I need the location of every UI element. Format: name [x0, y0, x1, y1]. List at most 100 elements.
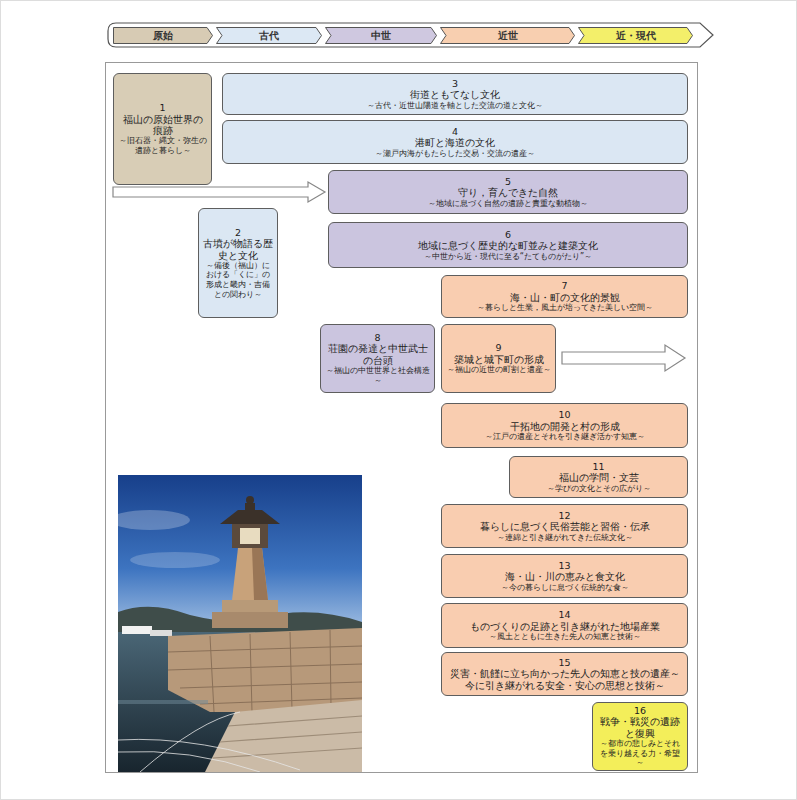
- photo-finial: [246, 496, 254, 504]
- theme-title: 福山の原始世界の痕跡: [118, 114, 207, 137]
- photo-quay: [168, 628, 362, 712]
- theme-title: 戦争・戦災の遺跡と復興: [597, 716, 683, 739]
- theme-subtitle: ～瀬戸内海がもたらした交易・交流の遺産～: [227, 149, 683, 159]
- theme-box: 1福山の原始世界の痕跡～旧石器・縄文・弥生の遺跡と暮らし～: [113, 73, 212, 185]
- period-label: 原始: [153, 30, 173, 42]
- theme-number: 11: [514, 461, 683, 472]
- period-shape-fill: [114, 28, 213, 44]
- photo-finial: [245, 503, 255, 511]
- photo-steps: [205, 700, 362, 772]
- theme-subtitle: ～連綿と引き継がれてきた伝統文化～: [446, 533, 683, 543]
- theme-title: 荘園の発達と中世武士の台頭: [325, 343, 430, 366]
- photo-ropes: [118, 712, 300, 772]
- theme-title: 築城と城下町の形成: [446, 354, 551, 365]
- period-band: 古代: [216, 27, 322, 44]
- period-shape-fill: [579, 28, 693, 44]
- theme-subtitle: ～古代・近世山陽道を軸とした交流の道と文化～: [227, 101, 683, 111]
- theme-title: 福山の学問・文芸: [514, 472, 683, 483]
- period-label: 近・現代: [616, 30, 656, 42]
- theme-box: 13海・山・川の恵みと食文化～今の暮らしに息づく伝統的な食～: [441, 554, 688, 598]
- theme-subtitle: ～中世から近・現代に至る“たてものがたり”～: [333, 252, 683, 262]
- theme-number: 8: [325, 332, 430, 343]
- theme-title: 海・山・町の文化的景観: [446, 292, 683, 303]
- theme-number: 6: [333, 229, 683, 240]
- theme-number: 2: [203, 227, 273, 238]
- theme-box: 12暮らしに息づく民俗芸能と習俗・伝承～連綿と引き継がれてきた伝統文化～: [441, 504, 688, 548]
- theme-subtitle: ～暮らしと生業，風土が培ってきた美しい空間～: [446, 303, 683, 313]
- theme-title: 街道ともてなし文化: [227, 89, 683, 100]
- photo-pedestal: [212, 612, 288, 628]
- theme-number: 3: [227, 78, 683, 89]
- theme-number: 13: [446, 560, 683, 571]
- period-label: 中世: [371, 30, 391, 42]
- theme-box: 7海・山・町の文化的景観～暮らしと生業，風土が培ってきた美しい空間～: [441, 275, 688, 318]
- theme-number: 9: [446, 342, 551, 353]
- period-shape-fill: [441, 28, 575, 44]
- photo-boat: [150, 630, 172, 636]
- photo-cloud: [118, 510, 190, 530]
- theme-box: 6地域に息づく歴史的な町並みと建築文化～中世から近・現代に至る“たてものがたり”…: [328, 222, 688, 268]
- theme-title: 古墳が物語る歴史と文化: [203, 238, 273, 261]
- theme-title: 海・山・川の恵みと食文化: [446, 571, 683, 582]
- theme-number: 14: [446, 609, 683, 620]
- photo-step-edges: [213, 716, 362, 758]
- period-shape-fill: [217, 28, 322, 44]
- theme-box: 2古墳が物語る歴史と文化～備後（福山）における「くに」の形成と畿内・吉備との関わ…: [198, 208, 278, 318]
- frame: [106, 63, 698, 773]
- theme-title: 災害・飢饉に立ち向かった先人の知恵と技の遺産～今に引き継がれる安全・安心の思想と…: [446, 668, 683, 691]
- theme-title: 港町と海道の文化: [227, 137, 683, 148]
- theme-box: 3街道ともてなし文化～古代・近世山陽道を軸とした交流の道と文化～: [222, 73, 688, 115]
- theme-box: 16戦争・戦災の遺跡と復興～都市の悲しみとそれを乗り越える力・希望～: [592, 702, 688, 771]
- theme-subtitle: ～旧石器・縄文・弥生の遺跡と暮らし～: [118, 136, 207, 155]
- theme-subtitle: ～備後（福山）における「くに」の形成と畿内・吉備との関わり～: [203, 261, 273, 299]
- theme-box: 14ものづくりの足跡と引き継がれた地場産業～風土とともに生きた先人の知恵と技術～: [441, 603, 688, 648]
- theme-title: 守り，育んできた自然: [333, 187, 683, 198]
- photo-reflection: [118, 700, 208, 704]
- period-band: 原始: [113, 27, 213, 44]
- photo-stone-joints: [168, 630, 362, 712]
- period-band: 中世: [325, 27, 437, 44]
- photo-lantern-window: [240, 528, 260, 544]
- theme-box: 11福山の学問・文芸～学びの文化とその広がり～: [509, 456, 688, 498]
- theme-title: 地域に息づく歴史的な町並みと建築文化: [333, 240, 683, 251]
- theme-subtitle: ～学びの文化とその広がり～: [514, 484, 683, 494]
- photo-tower-shade: [252, 548, 268, 600]
- period-band: 近・現代: [578, 27, 693, 44]
- theme-box: 5守り，育んできた自然～地域に息づく自然の遺跡と貴重な動植物～: [328, 170, 688, 214]
- theme-number: 15: [446, 657, 683, 668]
- theme-subtitle: ～江戸の遺産とそれを引き継ぎ活かす知恵～: [446, 432, 683, 442]
- theme-subtitle: ～地域に息づく自然の遺跡と貴重な動植物～: [333, 199, 683, 209]
- continuation-arrow: [562, 345, 685, 371]
- lighthouse-photo: [118, 475, 362, 772]
- theme-subtitle: ～都市の悲しみとそれを乗り越える力・希望～: [597, 739, 683, 768]
- theme-title: 暮らしに息づく民俗芸能と習俗・伝承: [446, 521, 683, 532]
- period-shape-fill: [326, 28, 437, 44]
- theme-subtitle: ～風土とともに生きた先人の知恵と技術～: [446, 632, 683, 642]
- theme-number: 16: [597, 705, 683, 716]
- photo-tower: [232, 548, 268, 600]
- theme-number: 4: [227, 126, 683, 137]
- period-band: 近世: [440, 27, 575, 44]
- theme-number: 5: [333, 176, 683, 187]
- theme-box: 10干拓地の開発と村の形成～江戸の遺産とそれを引き継ぎ活かす知恵～: [441, 403, 688, 448]
- period-label: 古代: [259, 30, 279, 42]
- theme-subtitle: ～今の暮らしに息づく伝統的な食～: [446, 583, 683, 593]
- theme-subtitle: ～福山の近世の町割と遺産～: [446, 365, 551, 375]
- theme-number: 1: [118, 102, 207, 113]
- photo-sky: [118, 475, 362, 645]
- theme-title: 干拓地の開発と村の形成: [446, 421, 683, 432]
- photo-cloud: [130, 552, 220, 568]
- theme-box: 15災害・飢饉に立ち向かった先人の知恵と技の遺産～今に引き継がれる安全・安心の思…: [441, 652, 688, 696]
- photo-boat: [122, 626, 152, 634]
- theme-subtitle: ～福山の中世世界と社会構造～: [325, 366, 430, 385]
- theme-box: 8荘園の発達と中世武士の台頭～福山の中世世界と社会構造～: [320, 324, 435, 393]
- photo-pedestal: [222, 600, 278, 612]
- photo-roof: [220, 510, 280, 524]
- timeline-arrow: [108, 23, 713, 47]
- continuation-arrow: [113, 182, 325, 202]
- theme-box: 9築城と城下町の形成～福山の近世の町割と遺産～: [441, 324, 556, 393]
- theme-box: 4港町と海道の文化～瀬戸内海がもたらした交易・交流の遺産～: [222, 120, 688, 164]
